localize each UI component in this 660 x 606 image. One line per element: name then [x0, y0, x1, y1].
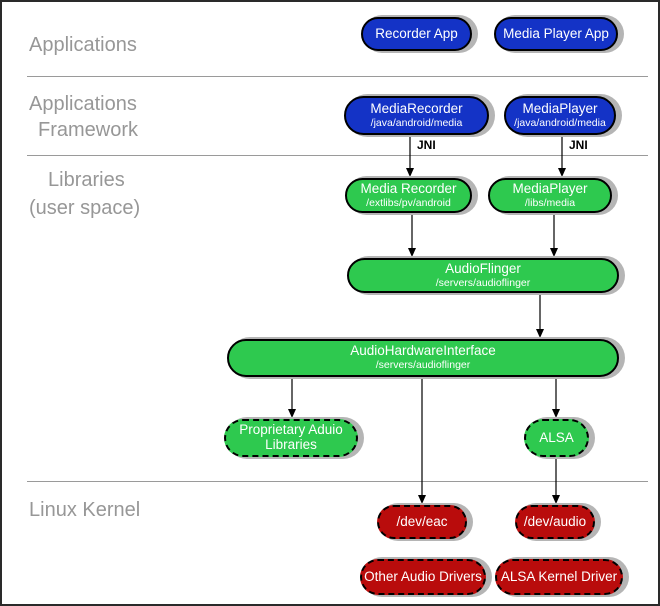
node-path: /servers/audioflinger — [375, 359, 471, 372]
node-title: MediaPlayer — [522, 100, 598, 116]
node-mediaplayer-framework: MediaPlayer /java/android/media — [504, 96, 616, 135]
node-other-audio-drivers: Other Audio Drivers — [360, 559, 486, 595]
node-title: Recorder App — [375, 25, 458, 41]
node-media-player-app: Media Player App — [494, 17, 618, 51]
node-title: AudioFlinger — [445, 260, 521, 276]
layer-label-framework-line2: Framework — [38, 119, 139, 141]
node-title: MediaPlayer — [512, 180, 588, 196]
node-alsa-kernel-driver: ALSA Kernel Driver — [495, 559, 623, 595]
node-mediarecorder-framework: MediaRecorder /java/android/media — [344, 96, 489, 135]
node-audioflinger: AudioFlinger /servers/audioflinger — [347, 258, 619, 293]
layer-label-linux-kernel: Linux Kernel — [29, 499, 141, 521]
divider-applications-framework — [27, 76, 648, 77]
node-path: /libs/media — [524, 196, 576, 209]
layer-label-libraries-line2: (user space) — [29, 197, 141, 219]
divider-libraries-kernel — [27, 481, 648, 482]
layer-label-framework-line1: Applications — [29, 93, 137, 115]
node-title: Other Audio Drivers — [364, 568, 482, 584]
node-path: /java/android/media — [514, 116, 606, 129]
node-path: /servers/audioflinger — [435, 276, 531, 289]
node-title: /dev/eac — [396, 513, 448, 529]
node-title: MediaRecorder — [370, 100, 463, 116]
node-recorder-app: Recorder App — [361, 17, 472, 51]
node-alsa: ALSA — [524, 419, 589, 457]
node-title: /dev/audio — [523, 513, 587, 529]
node-audiohardwareinterface: AudioHardwareInterface /servers/audiofli… — [227, 339, 619, 377]
node-title: ALSA — [539, 429, 574, 445]
node-dev-audio: /dev/audio — [515, 505, 595, 539]
node-path: /java/android/media — [370, 116, 463, 129]
node-path: /extlibs/pv/android — [366, 196, 451, 209]
node-title: ALSA Kernel Driver — [500, 568, 618, 584]
divider-framework-libraries — [27, 155, 648, 156]
node-title-line2: Libraries — [265, 437, 317, 452]
node-title: AudioHardwareInterface — [350, 343, 496, 359]
layer-label-libraries-line1: Libraries — [48, 169, 125, 191]
node-mediaplayer-lib: MediaPlayer /libs/media — [488, 178, 612, 213]
node-title: Media Player App — [503, 25, 609, 41]
node-proprietary-audio-libraries: Proprietary Aduio Libraries — [224, 419, 358, 457]
jni-label-left: JNI — [417, 138, 436, 152]
node-media-recorder-lib: Media Recorder /extlibs/pv/android — [345, 178, 472, 213]
layer-label-applications: Applications — [29, 34, 137, 56]
jni-label-right: JNI — [569, 138, 588, 152]
node-title: Media Recorder — [360, 180, 457, 196]
node-title-line1: Proprietary Aduio — [239, 422, 343, 438]
node-dev-eac: /dev/eac — [377, 505, 467, 539]
